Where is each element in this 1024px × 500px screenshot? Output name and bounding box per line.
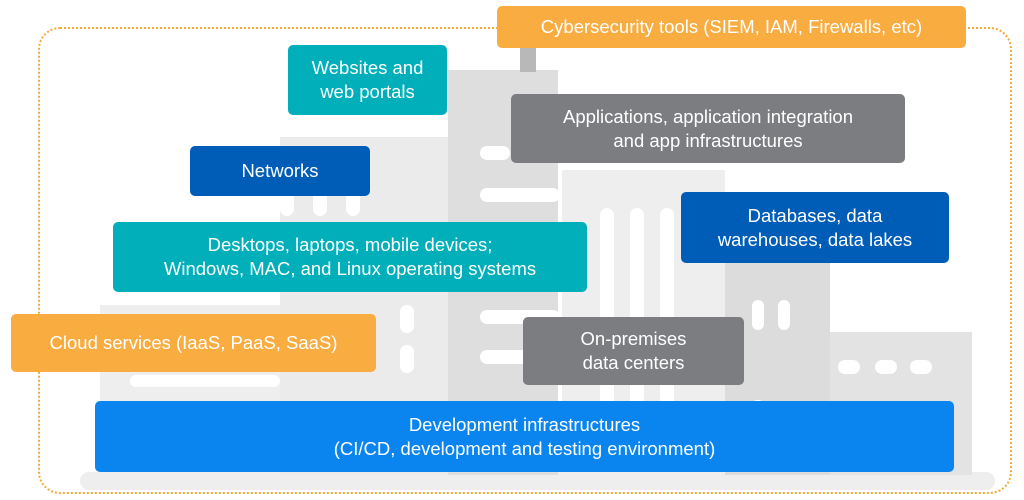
- applications-box: Applications, application integration an…: [511, 94, 905, 163]
- databases-box: Databases, data warehouses, data lakes: [681, 192, 949, 263]
- desktops-box: Desktops, laptops, mobile devices; Windo…: [113, 222, 587, 292]
- websites-box: Websites and web portals: [288, 45, 447, 115]
- box-label: Websites and web portals: [311, 57, 424, 102]
- box-label: Cloud services (IaaS, PaaS, SaaS): [49, 332, 338, 353]
- box-label: Networks: [241, 160, 319, 181]
- box-label: Databases, data warehouses, data lakes: [717, 204, 913, 250]
- cloud-services-box: Cloud services (IaaS, PaaS, SaaS): [11, 314, 376, 372]
- development-infrastructures-box: Development infrastructures (CI/CD, deve…: [95, 401, 954, 472]
- on-premises-box: On-premises data centers: [523, 317, 744, 385]
- box-label: Desktops, laptops, mobile devices; Windo…: [163, 234, 537, 279]
- cybersecurity-tools-box: Cybersecurity tools (SIEM, IAM, Firewall…: [497, 6, 966, 48]
- box-label: Applications, application integration an…: [562, 105, 854, 151]
- box-label: On-premises data centers: [580, 328, 687, 373]
- networks-box: Networks: [190, 146, 370, 196]
- antenna: [520, 48, 536, 72]
- box-label: Development infrastructures (CI/CD, deve…: [333, 413, 716, 459]
- box-label: Cybersecurity tools (SIEM, IAM, Firewall…: [540, 16, 923, 37]
- ground: [80, 472, 995, 490]
